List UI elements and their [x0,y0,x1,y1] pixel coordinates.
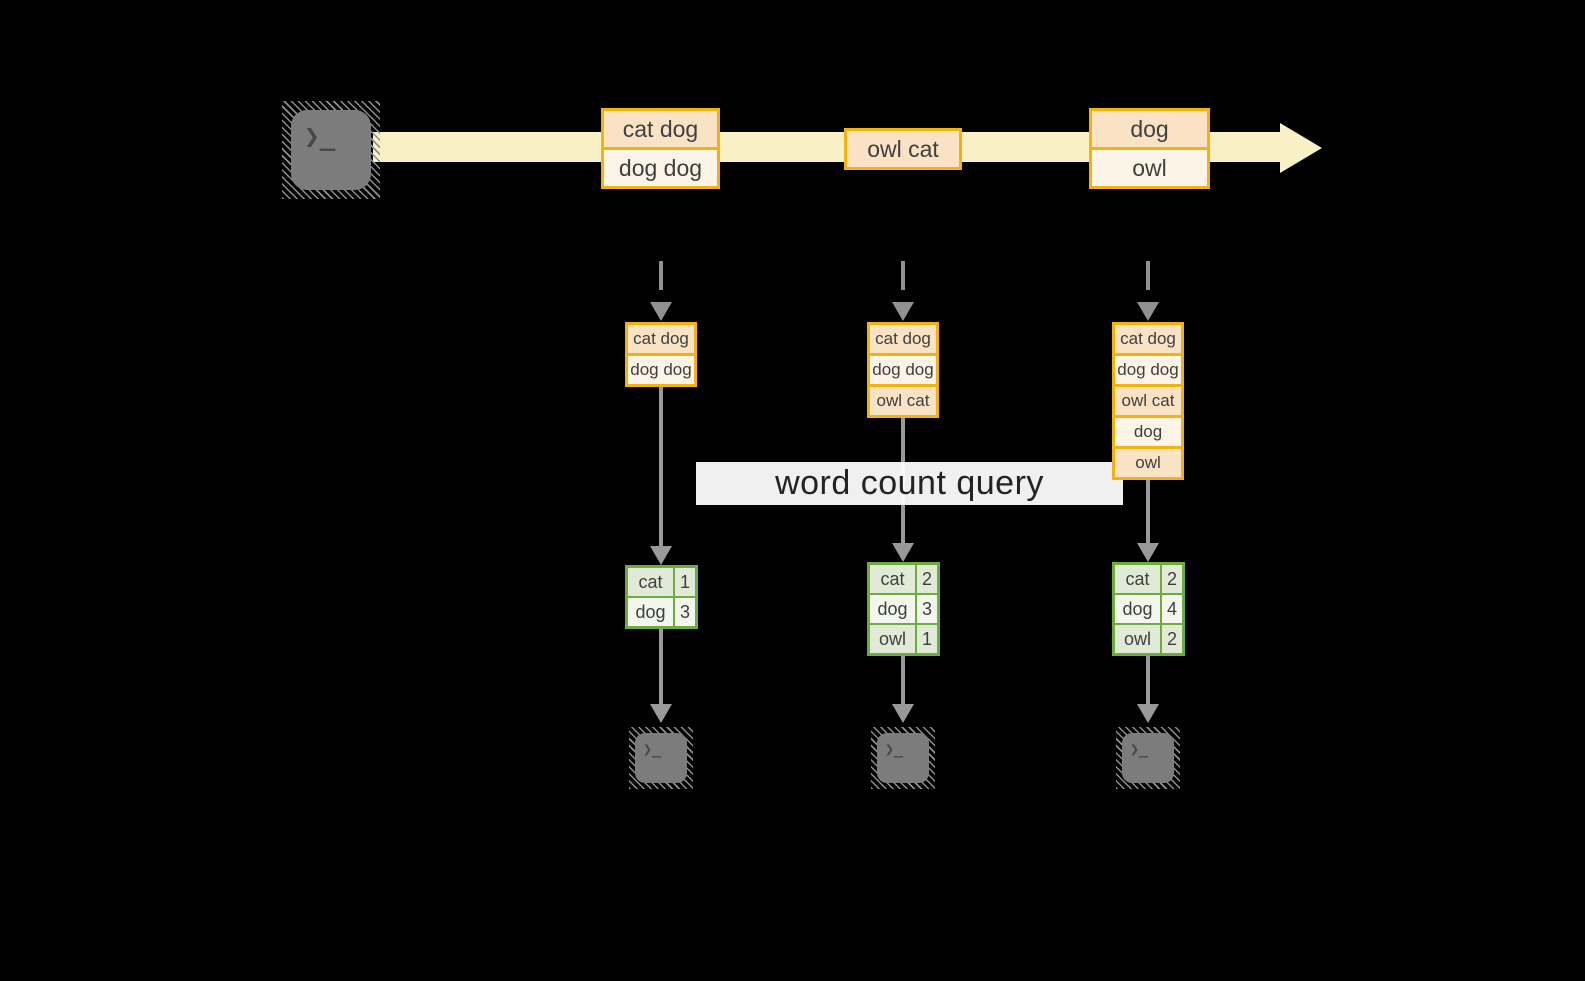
dashed-arrow-line [901,261,905,290]
state-record: owl cat [1115,384,1181,415]
wordcount-table-3: cat 2 dog 4 owl 2 [1112,562,1185,656]
sink-terminal-icon: ❯_ [1116,727,1180,789]
state-record: dog [1115,415,1181,446]
terminal-screen: ❯_ [291,110,371,190]
stream-record: owl [1092,147,1207,186]
count-cell: 2 [1162,565,1182,593]
word-cell: owl [870,625,917,653]
table-row: dog 3 [628,596,695,626]
table-row: dog 4 [1115,593,1182,623]
arrow-line [1146,479,1150,543]
table-row: cat 2 [870,565,937,593]
state-box-1: cat dog dog dog [625,322,697,387]
sink-terminal-icon: ❯_ [629,727,693,789]
arrow-down-icon [650,704,672,723]
table-row: cat 1 [628,568,695,596]
arrow-line [659,386,663,546]
word-cell: cat [1115,565,1162,593]
table-row: cat 2 [1115,565,1182,593]
state-box-3: cat dog dog dog owl cat dog owl [1112,322,1184,480]
stream-record: cat dog [604,111,717,147]
arrow-down-icon [1137,302,1159,321]
state-box-2: cat dog dog dog owl cat [867,322,939,418]
wordcount-table-2: cat 2 dog 3 owl 1 [867,562,940,656]
state-record: dog dog [1115,353,1181,384]
arrow-down-icon [1137,543,1159,562]
word-cell: dog [870,595,917,623]
terminal-screen: ❯_ [1122,733,1174,783]
wordcount-table-1: cat 1 dog 3 [625,565,698,629]
arrow-down-icon [650,302,672,321]
terminal-prompt-glyph: ❯_ [885,740,904,758]
word-cell: cat [628,568,675,596]
stream-record: dog dog [604,147,717,186]
word-cell: owl [1115,625,1162,653]
table-row: owl 2 [1115,623,1182,653]
word-cell: dog [1115,595,1162,623]
sink-terminal-icon: ❯_ [871,727,935,789]
state-record: cat dog [1115,325,1181,353]
state-record: owl cat [870,384,936,415]
stream-event-batch-3: dog owl [1089,108,1210,189]
arrow-down-icon [892,543,914,562]
stream-record: dog [1092,111,1207,147]
query-label: word count query [696,462,1123,505]
state-record: cat dog [628,325,694,353]
arrow-line [1146,656,1150,704]
arrow-down-icon [650,546,672,565]
count-cell: 2 [1162,625,1182,653]
count-cell: 3 [675,598,695,626]
table-row: owl 1 [870,623,937,653]
arrow-down-icon [1137,704,1159,723]
arrow-line [901,656,905,704]
table-row: dog 3 [870,593,937,623]
terminal-screen: ❯_ [877,733,929,783]
dashed-arrow-line [1146,261,1150,290]
word-cell: dog [628,598,675,626]
terminal-prompt-glyph: ❯_ [304,122,336,152]
count-cell: 2 [917,565,937,593]
state-record: owl [1115,446,1181,477]
terminal-screen: ❯_ [635,733,687,783]
count-cell: 3 [917,595,937,623]
dashed-arrow-line [659,261,663,290]
count-cell: 4 [1162,595,1182,623]
arrow-down-icon [892,704,914,723]
count-cell: 1 [917,625,937,653]
state-record: dog dog [628,353,694,384]
terminal-prompt-glyph: ❯_ [643,740,662,758]
stream-event-batch-2: owl cat [844,128,962,170]
state-record: cat dog [870,325,936,353]
source-terminal-icon: ❯_ [282,101,380,199]
count-cell: 1 [675,568,695,596]
state-record: dog dog [870,353,936,384]
stream-event-batch-1: cat dog dog dog [601,108,720,189]
arrow-down-icon [892,302,914,321]
stream-arrowhead-icon [1280,123,1322,173]
stream-record: owl cat [847,131,959,167]
arrow-line [659,629,663,704]
terminal-prompt-glyph: ❯_ [1130,740,1149,758]
word-cell: cat [870,565,917,593]
